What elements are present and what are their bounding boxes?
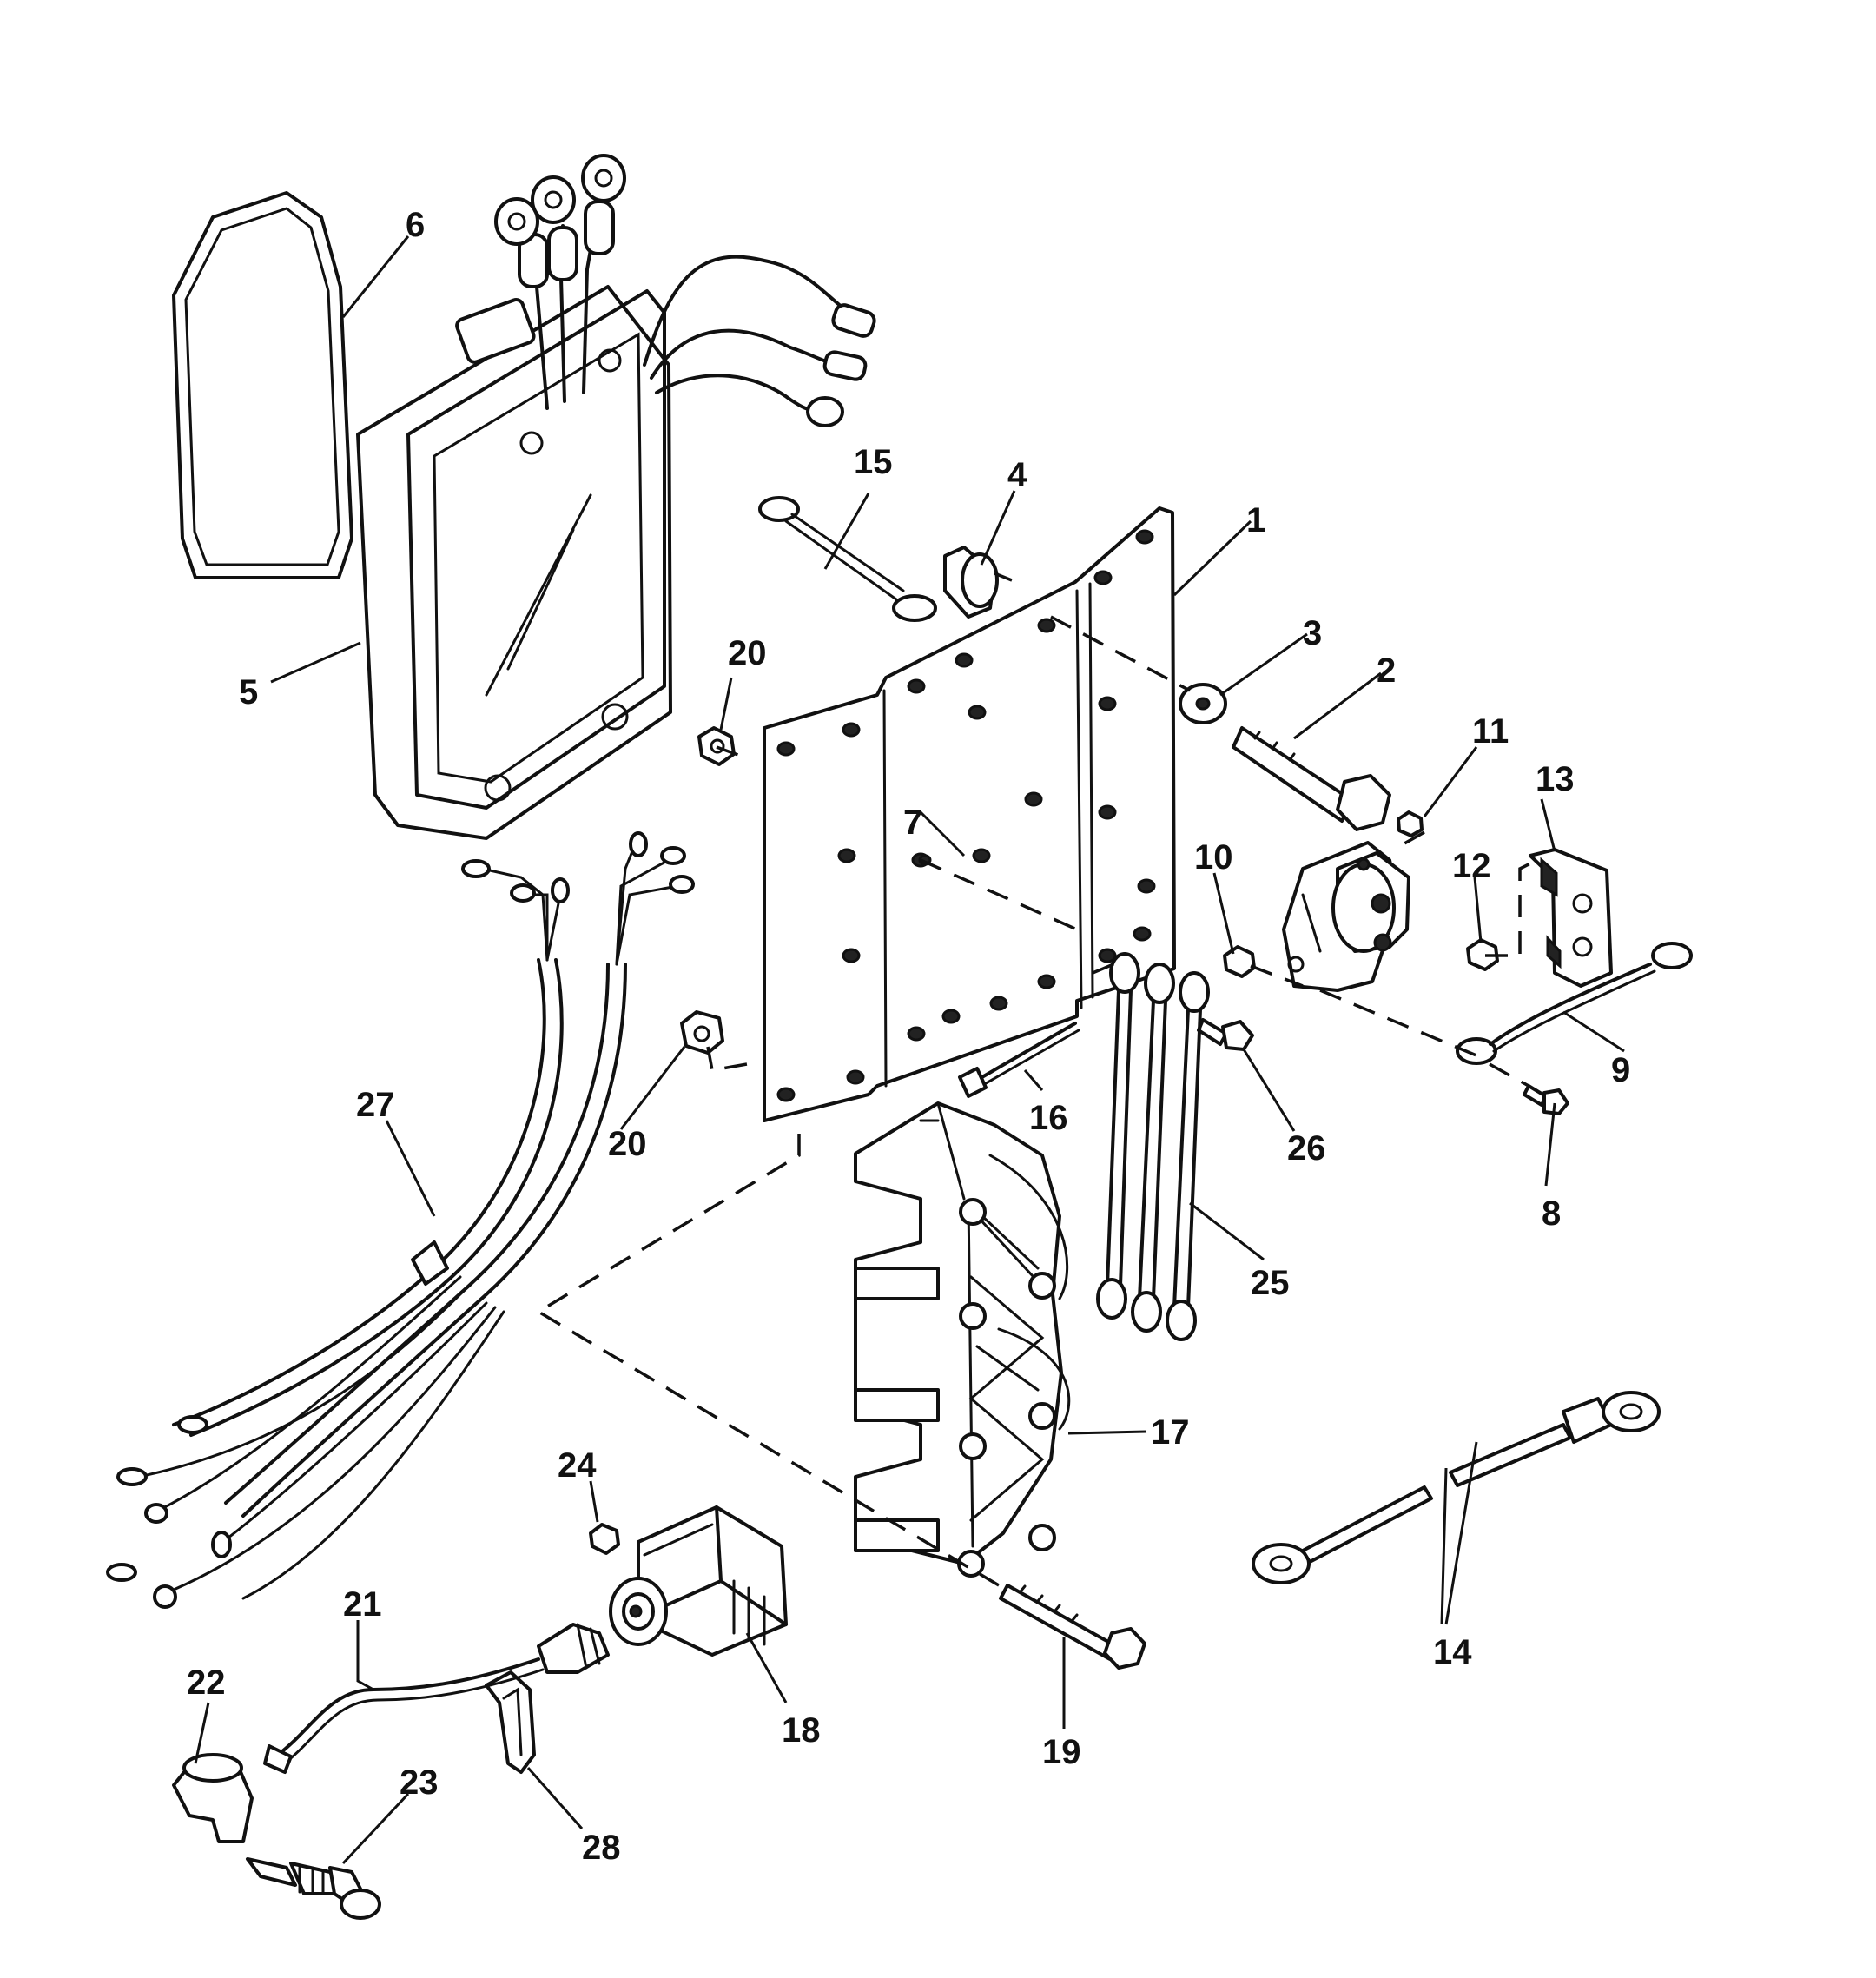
part-18-ignition-coil bbox=[609, 1505, 788, 1657]
callout-20-lower: 20 bbox=[608, 1125, 647, 1163]
part-28-clip bbox=[485, 1670, 536, 1774]
callout-23: 23 bbox=[400, 1763, 439, 1802]
mounting-plate-holes bbox=[776, 529, 1156, 1102]
part-9-cable bbox=[1456, 942, 1693, 1065]
part-24-nut bbox=[589, 1523, 620, 1555]
part-11-nut bbox=[1397, 810, 1424, 837]
callout-27: 27 bbox=[356, 1086, 395, 1124]
part-5-switch-box bbox=[356, 154, 876, 840]
callout-28: 28 bbox=[582, 1829, 621, 1867]
callout-18: 18 bbox=[782, 1711, 821, 1750]
part-6-gasket bbox=[172, 191, 353, 579]
callout-16: 16 bbox=[1029, 1099, 1068, 1137]
part-14-battery-cable bbox=[1252, 1391, 1661, 1584]
callout-24: 24 bbox=[558, 1446, 597, 1485]
callout-21: 21 bbox=[343, 1585, 382, 1624]
callout-4: 4 bbox=[1007, 456, 1027, 494]
part-20-nut-upper bbox=[697, 726, 736, 766]
part-15-ground-strap bbox=[758, 496, 937, 622]
part-20-nut-lower bbox=[680, 1010, 724, 1055]
part-1-mounting-plate bbox=[763, 506, 1176, 1122]
callout-8: 8 bbox=[1542, 1194, 1561, 1233]
part-13-terminal-block bbox=[1529, 848, 1613, 988]
callout-11: 11 bbox=[1472, 712, 1509, 751]
part-26-screw bbox=[1197, 1018, 1254, 1051]
callout-20-upper: 20 bbox=[728, 634, 767, 672]
callout-7: 7 bbox=[903, 804, 922, 842]
part-3-washer bbox=[1179, 683, 1227, 724]
part-4-spacer bbox=[943, 546, 999, 619]
callout-6: 6 bbox=[406, 206, 425, 244]
callout-2: 2 bbox=[1377, 652, 1396, 690]
part-21-high-tension-lead bbox=[263, 1623, 610, 1774]
callout-10: 10 bbox=[1194, 838, 1233, 877]
callout-12: 12 bbox=[1452, 847, 1491, 885]
callout-22: 22 bbox=[187, 1664, 226, 1702]
callout-17: 17 bbox=[1151, 1413, 1190, 1452]
leader-lines bbox=[194, 235, 1625, 1865]
part-19-bolt bbox=[999, 1584, 1146, 1670]
part-23-spark-plug bbox=[246, 1857, 381, 1920]
part-27-wire-harness bbox=[106, 831, 695, 1609]
part-10-nut bbox=[1223, 945, 1256, 978]
callout-3: 3 bbox=[1303, 614, 1322, 652]
part-25-ground-straps bbox=[1096, 952, 1210, 1341]
callout-13: 13 bbox=[1536, 760, 1575, 798]
callout-26: 26 bbox=[1287, 1129, 1326, 1168]
callout-1: 1 bbox=[1246, 501, 1265, 539]
assembly-dashed-lines bbox=[535, 572, 1538, 1587]
callout-9: 9 bbox=[1611, 1051, 1630, 1089]
callout-15: 15 bbox=[854, 443, 893, 481]
callout-5: 5 bbox=[239, 673, 258, 711]
callout-19: 19 bbox=[1042, 1733, 1081, 1771]
part-7-solenoid bbox=[1282, 841, 1410, 992]
callout-14: 14 bbox=[1433, 1633, 1472, 1671]
part-16-cable-tie bbox=[958, 1022, 1080, 1098]
part-2-bolt bbox=[1232, 726, 1391, 831]
callout-labels: 1 2 3 4 5 6 7 8 9 10 11 12 13 14 15 16 1… bbox=[187, 206, 1630, 1867]
callout-25: 25 bbox=[1251, 1264, 1290, 1302]
part-8-screw bbox=[1523, 1084, 1569, 1115]
part-22-boot bbox=[172, 1753, 254, 1843]
part-17-coil-bracket bbox=[854, 1101, 1071, 1578]
